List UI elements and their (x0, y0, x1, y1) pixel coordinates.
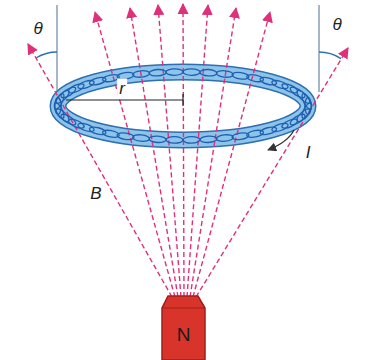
coil-winding (183, 69, 200, 76)
coil-winding (200, 69, 217, 76)
coil-winding (300, 92, 313, 110)
current-arrow (268, 130, 294, 150)
magnet (162, 296, 205, 360)
field-line (28, 44, 172, 297)
coil-winding (232, 132, 250, 141)
field-line (196, 48, 348, 297)
current-label: I (304, 143, 313, 162)
coil-winding (166, 69, 183, 76)
angle-arc (36, 52, 57, 58)
magnet-pole: N (162, 312, 205, 356)
radius-label: r (117, 79, 127, 98)
magnet-edge (162, 308, 205, 309)
ring-outline (58, 72, 308, 140)
coil-winding (200, 136, 217, 143)
coil-winding (149, 136, 166, 143)
field-line (183, 4, 184, 297)
angle-arc (319, 52, 341, 59)
vertical-reference (319, 5, 320, 92)
coil-winding (132, 70, 150, 78)
coil-winding (166, 137, 183, 144)
radius-line (66, 99, 183, 100)
ring-tube (58, 72, 308, 140)
angle-label: θ (31, 19, 44, 38)
field-label: B (88, 184, 103, 203)
coil-winding (216, 70, 234, 78)
coil-winding (216, 134, 234, 142)
pole-letter: N (177, 325, 191, 344)
field-line (190, 8, 236, 297)
angle-label: θ (330, 15, 343, 34)
coil-winding (132, 134, 150, 142)
field-line (193, 12, 270, 297)
radius-tick (182, 94, 183, 106)
field-line (95, 12, 175, 297)
field-line (130, 8, 178, 297)
coil-winding (183, 137, 200, 144)
coil-winding (149, 69, 166, 76)
vertical-reference (57, 5, 58, 92)
field-line (158, 5, 181, 297)
